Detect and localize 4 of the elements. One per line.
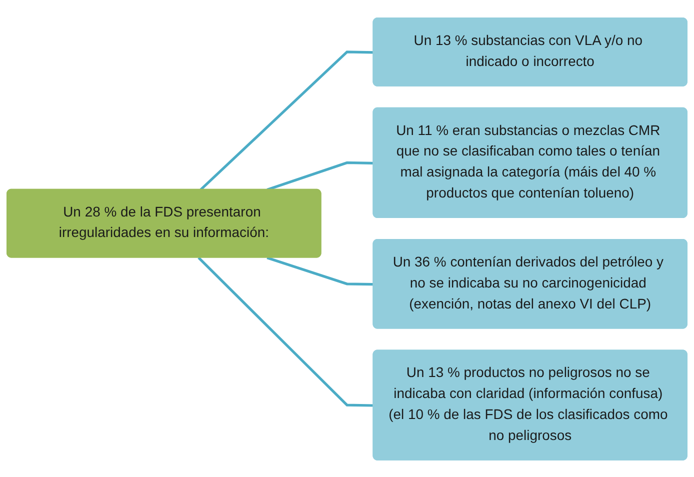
connector: [200, 50, 374, 190]
connector: [266, 256, 374, 286]
connector: [198, 256, 374, 406]
connector: [266, 160, 374, 190]
